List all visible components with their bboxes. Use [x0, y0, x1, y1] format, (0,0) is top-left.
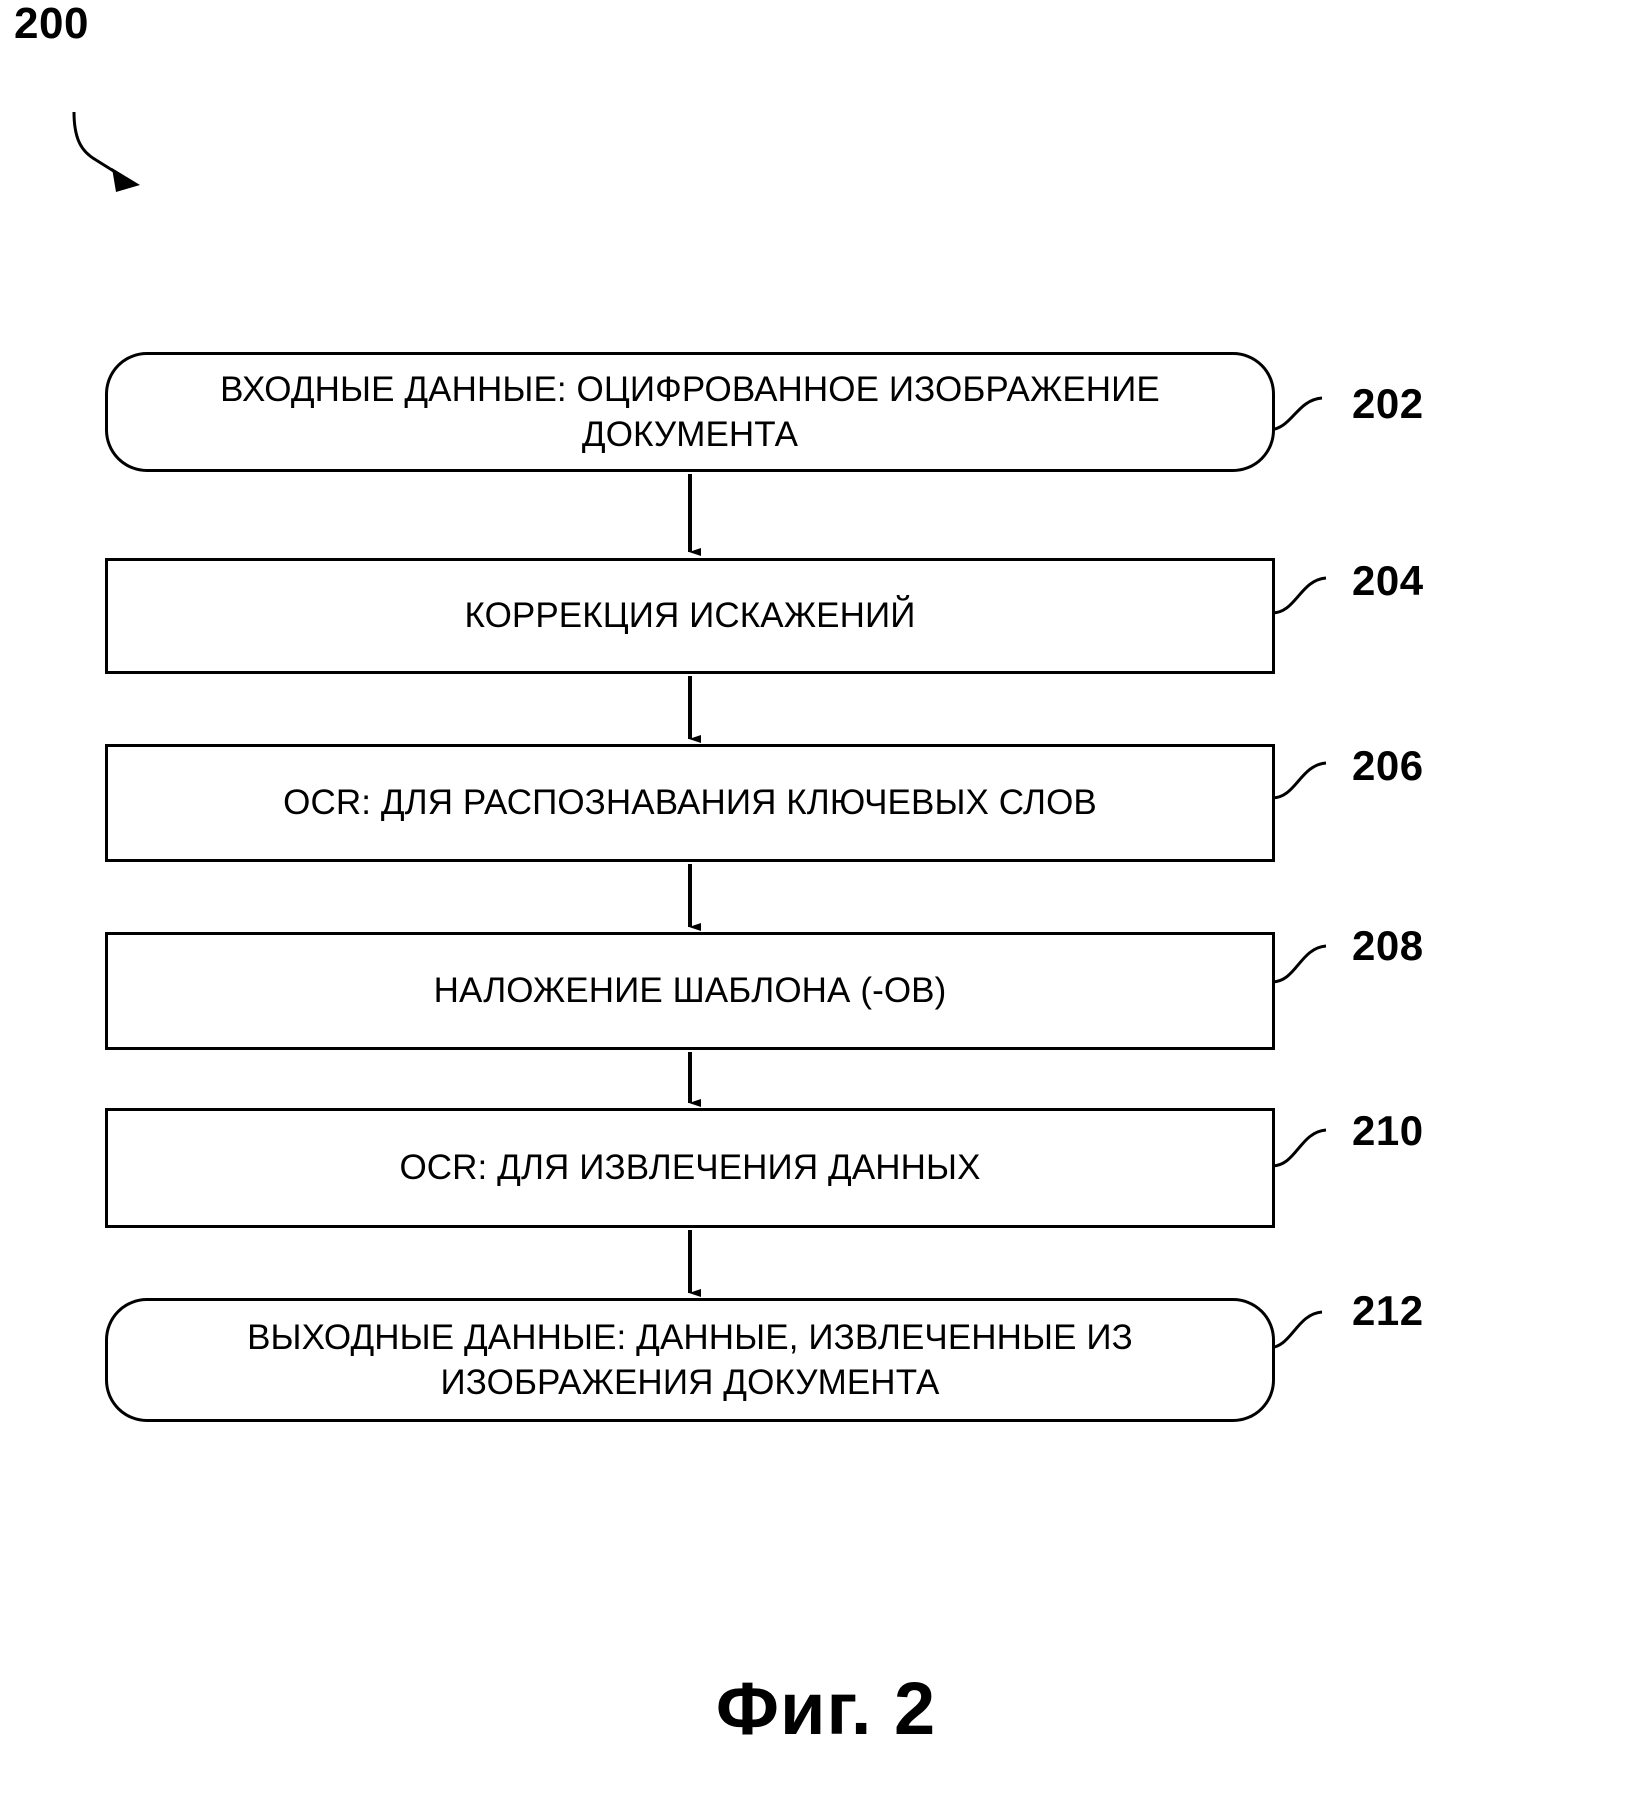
- ref-leader-210: [1271, 1128, 1327, 1168]
- flow-node-output-extracted-data[interactable]: ВЫХОДНЫЕ ДАННЫЕ: ДАННЫЕ, ИЗВЛЕЧЕННЫЕ ИЗ …: [105, 1298, 1275, 1422]
- reference-numeral-208: 208: [1352, 922, 1424, 969]
- diagram-reference-numeral: 200: [14, 0, 89, 48]
- reference-numeral-210: 210: [1352, 1107, 1424, 1154]
- flow-node-label: НАЛОЖЕНИЕ ШАБЛОНА (-ОВ): [433, 971, 947, 1011]
- figure-caption: Фиг. 2: [715, 1667, 937, 1750]
- flow-node-label: ВХОДНЫЕ ДАННЫЕ: ОЦИФРОВАННОЕ ИЗОБРАЖЕНИЕ…: [220, 369, 1160, 455]
- flow-node-template-overlay[interactable]: НАЛОЖЕНИЕ ШАБЛОНА (-ОВ): [105, 932, 1275, 1050]
- diagram-reference-leader-arrowhead: [112, 168, 140, 192]
- flow-node-label: ВЫХОДНЫЕ ДАННЫЕ: ДАННЫЕ, ИЗВЛЕЧЕННЫЕ ИЗ …: [247, 1317, 1133, 1403]
- flow-node-label: OCR: ДЛЯ ИЗВЛЕЧЕНИЯ ДАННЫХ: [399, 1148, 981, 1188]
- flow-node-distortion-correction[interactable]: КОРРЕКЦИЯ ИСКАЖЕНИЙ: [105, 558, 1275, 674]
- ref-leader-208: [1271, 944, 1327, 984]
- reference-numeral-202: 202: [1352, 380, 1424, 427]
- flow-node-label: КОРРЕКЦИЯ ИСКАЖЕНИЙ: [464, 596, 916, 636]
- flow-node-ocr-keyword-recognition[interactable]: OCR: ДЛЯ РАСПОЗНАВАНИЯ КЛЮЧЕВЫХ СЛОВ: [105, 744, 1275, 862]
- flow-node-label: OCR: ДЛЯ РАСПОЗНАВАНИЯ КЛЮЧЕВЫХ СЛОВ: [283, 783, 1097, 823]
- flow-node-input-scanned-document[interactable]: ВХОДНЫЕ ДАННЫЕ: ОЦИФРОВАННОЕ ИЗОБРАЖЕНИЕ…: [105, 352, 1275, 472]
- ref-leader-202: [1267, 396, 1323, 432]
- flow-node-ocr-data-extraction[interactable]: OCR: ДЛЯ ИЗВЛЕЧЕНИЯ ДАННЫХ: [105, 1108, 1275, 1228]
- diagram-reference-leader-arrow: [72, 111, 129, 182]
- ref-leader-206: [1271, 761, 1327, 800]
- reference-numeral-204: 204: [1352, 557, 1424, 604]
- reference-numeral-206: 206: [1352, 742, 1424, 789]
- ref-leader-204: [1271, 576, 1327, 615]
- ref-leader-212: [1267, 1310, 1323, 1350]
- reference-numeral-212: 212: [1352, 1287, 1424, 1334]
